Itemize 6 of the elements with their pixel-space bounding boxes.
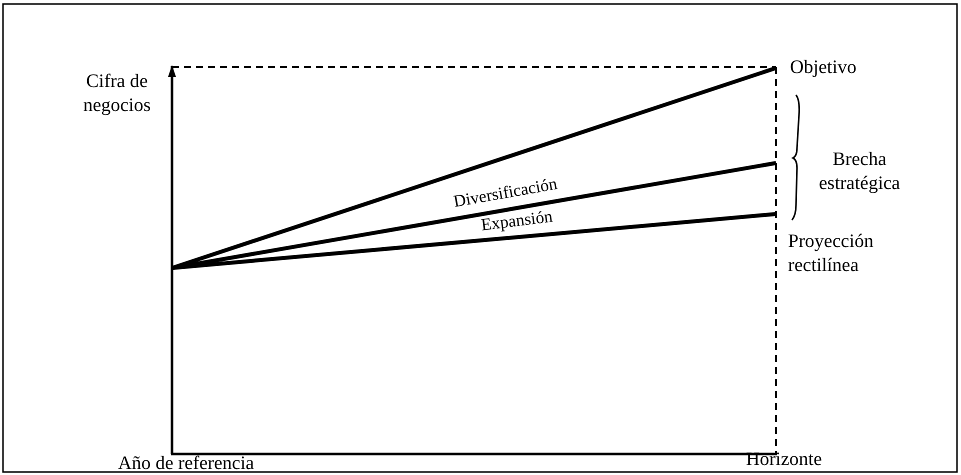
axis-label: Horizonte	[746, 448, 822, 472]
bracket-label: Brecha estratégica	[818, 148, 902, 196]
axis-label: Cifra de negocios	[82, 70, 152, 118]
axis-label: Año de referencia	[118, 452, 254, 475]
line-label: Objetivo	[790, 56, 856, 80]
line-label: Proyección rectilínea	[788, 230, 874, 278]
